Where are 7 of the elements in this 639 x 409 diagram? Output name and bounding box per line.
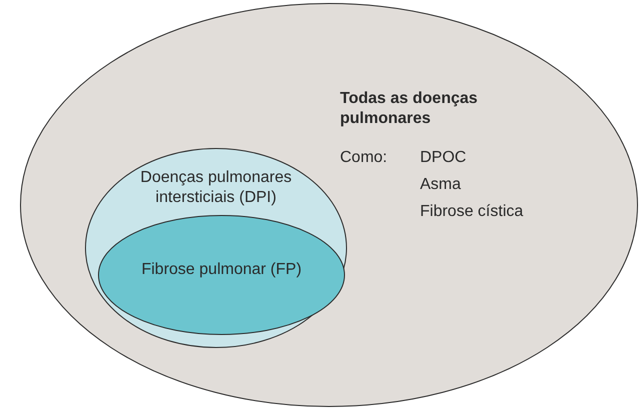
example-item: DPOC — [420, 148, 466, 168]
group-label: Doenças pulmonares intersticiais (DPI) — [139, 168, 293, 208]
examples-label: Como: — [340, 148, 388, 168]
group-label: Fibrose pulmonar (FP) — [140, 260, 303, 280]
example-item: Asma — [420, 175, 461, 195]
example-item: Fibrose cística — [420, 202, 524, 222]
group-heading: Todas as doenças pulmonares — [340, 89, 479, 129]
